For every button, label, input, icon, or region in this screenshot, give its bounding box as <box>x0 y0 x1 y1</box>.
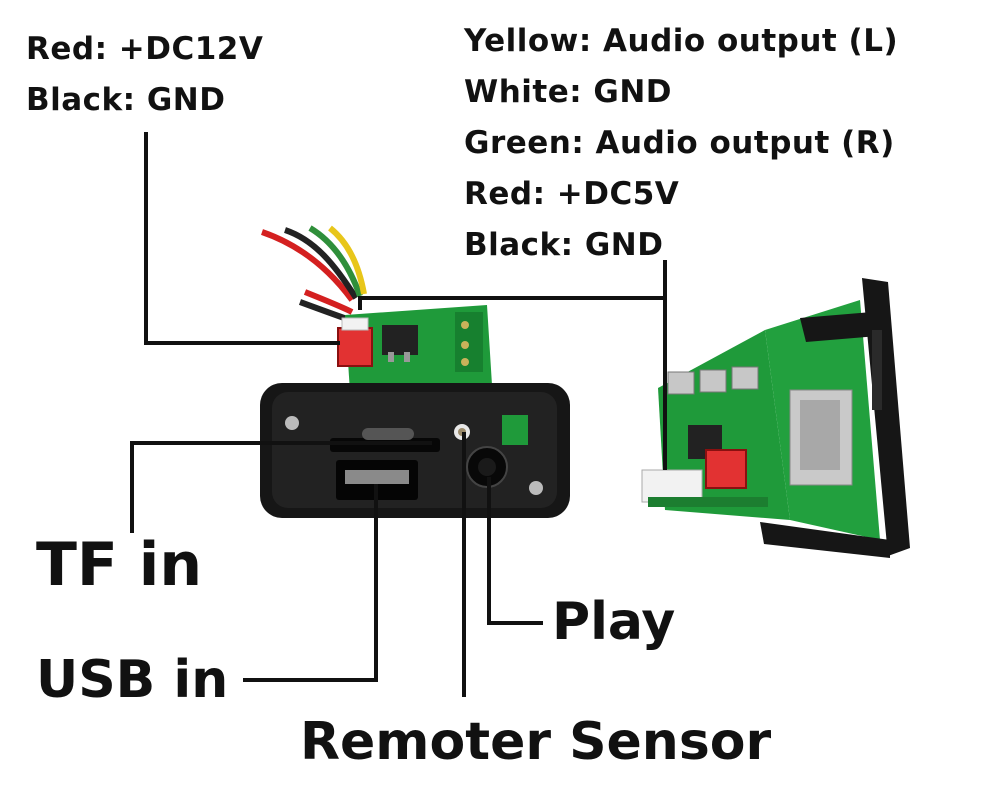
front-pcb <box>345 305 492 392</box>
leader-lines <box>130 132 667 697</box>
audio-output-label: Yellow: Audio output (L) White: GND Gree… <box>464 16 898 271</box>
remote-sensor-label: Remoter Sensor <box>300 712 772 772</box>
leader-play <box>487 477 543 625</box>
leader-tf <box>130 441 432 533</box>
rear-module <box>641 278 910 558</box>
audio-line-yellow: Yellow: Audio output (L) <box>464 23 899 59</box>
power-input-label: Red: +DC12V Black: GND <box>26 24 263 126</box>
audio-line-green: Green: Audio output (R) <box>464 125 895 161</box>
power-connector <box>337 317 373 367</box>
tf-in-label: TF in <box>36 530 203 600</box>
front-module <box>260 225 570 518</box>
leader-audio <box>358 260 667 310</box>
usb-in-label: USB in <box>36 650 229 710</box>
power-wires <box>261 225 367 323</box>
leader-usb <box>243 484 378 682</box>
leader-power <box>144 132 340 345</box>
audio-line-white: White: GND <box>464 74 673 110</box>
audio-line-red: Red: +DC5V <box>464 176 680 212</box>
play-button-hardware <box>466 446 508 488</box>
usb-port <box>336 460 418 500</box>
power-line-black: Black: GND <box>26 82 226 118</box>
play-label: Play <box>552 592 676 652</box>
power-line-red: Red: +DC12V <box>26 31 264 67</box>
audio-line-black: Black: GND <box>464 227 664 263</box>
